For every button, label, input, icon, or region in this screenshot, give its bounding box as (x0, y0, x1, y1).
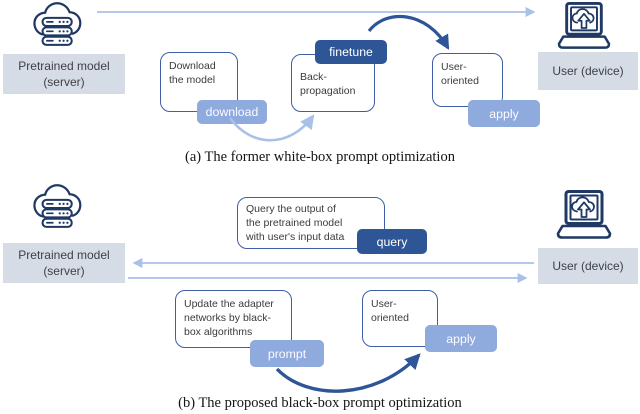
caption-a: (a) The former white-box prompt optimiza… (185, 149, 455, 165)
laptop-upload-icon (557, 2, 611, 49)
server-label-b: Pretrained model (server) (3, 243, 125, 283)
download-badge: download (197, 100, 267, 124)
laptop-upload-icon (556, 190, 612, 239)
server-label-a: Pretrained model (server) (3, 54, 125, 94)
finetune-badge: finetune (315, 40, 387, 64)
apply-badge-b: apply (425, 325, 497, 352)
apply-badge-a: apply (468, 100, 540, 127)
user-label-b: User (device) (538, 248, 638, 284)
prompt-badge: prompt (250, 340, 324, 367)
caption-b: (b) The proposed black-box prompt optimi… (178, 395, 462, 411)
query-badge: query (357, 229, 427, 254)
step-update-adapter: Update the adapter networks by black- bo… (175, 290, 292, 348)
user-label-a: User (device) (538, 52, 638, 90)
cloud-server-icon (33, 2, 82, 46)
cloud-server-icon (33, 184, 82, 228)
step-user-oriented-a: User- oriented (432, 53, 503, 107)
